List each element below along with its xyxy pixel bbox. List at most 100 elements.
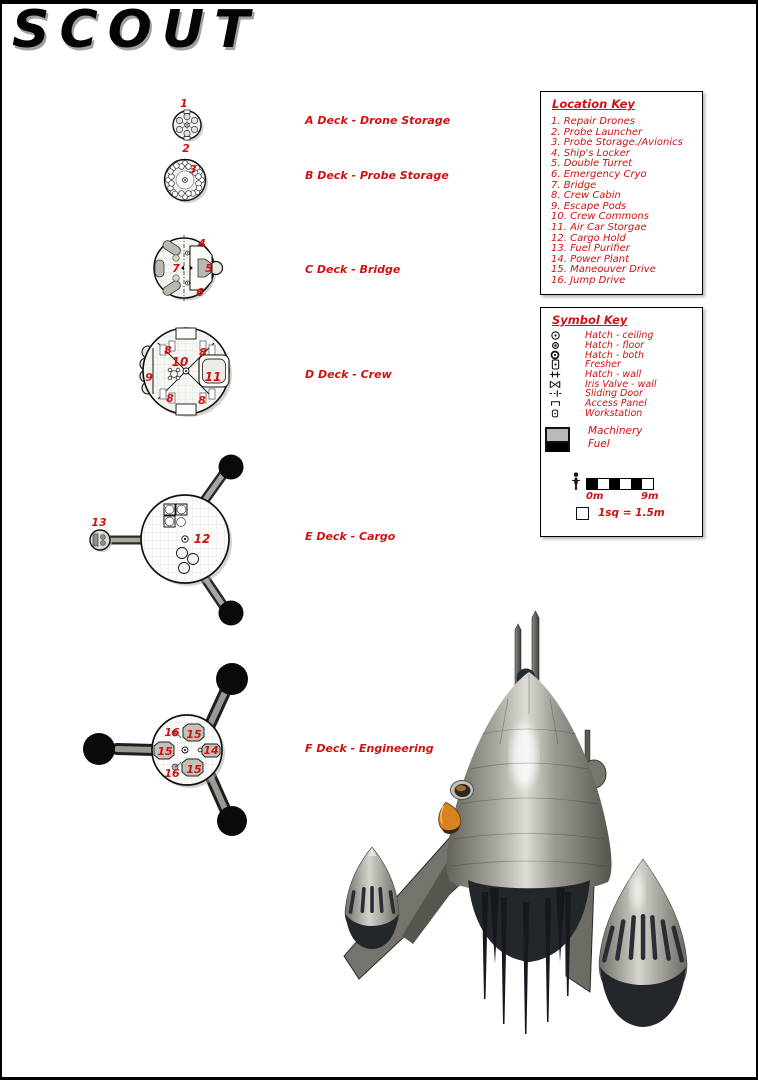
- location-key-item: 7. Bridge: [551, 179, 597, 191]
- deck-c-hatches: [181, 250, 193, 286]
- deck-d-aircar: [202, 358, 226, 384]
- symbol-key-box: Symbol Key Hatch - ceiling Hatch - floor…: [540, 307, 703, 537]
- symbol-row: Sliding Door: [541, 388, 704, 400]
- deck-b-probe-clusters: [165, 160, 205, 200]
- symbol-label: Fresher: [585, 359, 621, 371]
- scale-cell: [642, 479, 653, 489]
- deck-f-top-tank: [216, 663, 248, 695]
- deck-c-chair-2: [172, 274, 180, 282]
- symbol-row: Hatch - both: [541, 349, 704, 361]
- deck-c-consoles: [154, 240, 181, 296]
- machinery-fuel-swatch: [545, 427, 570, 452]
- scale-cell: [631, 479, 642, 489]
- location-key-item: 9. Escape Pods: [551, 200, 627, 212]
- symbol-row: Hatch - wall: [541, 369, 704, 381]
- deck-f-callout-15a: 15: [186, 728, 202, 741]
- deck-b-label: B Deck - Probe Storage: [305, 169, 449, 182]
- symbol-label: Hatch - floor: [585, 340, 645, 352]
- ship-left-pod: [344, 846, 400, 949]
- location-key-item: 15. Maneouver Drive: [551, 264, 656, 276]
- scale-cell: [609, 479, 620, 489]
- deck-f-pipes: [171, 729, 182, 771]
- deck-f-left-tank: [83, 733, 115, 765]
- grid-square-sample: [576, 507, 589, 520]
- workstation-icon: [548, 409, 562, 418]
- deck-f-hatch-dot: [184, 749, 186, 751]
- location-key-item: 4. Ship's Locker: [551, 147, 630, 159]
- deck-a-label: A Deck - Drone Storage: [305, 114, 451, 127]
- symbol-label: Hatch - wall: [585, 369, 642, 381]
- fuel-label: Fuel: [588, 438, 610, 450]
- deck-c-chair-1: [172, 254, 180, 262]
- location-key-item: 10. Crew Commons: [551, 211, 649, 223]
- scale-start-label: 0m: [586, 491, 604, 502]
- deck-c-callout-4: 4: [197, 237, 206, 250]
- deck-d-callout-8b: 8: [199, 346, 207, 359]
- deck-e-hatch-dot: [183, 537, 187, 541]
- scale-cell: [587, 479, 598, 489]
- deck-a-bottom-hatch: [183, 136, 191, 141]
- deck-d-callout-8d: 8: [198, 394, 206, 407]
- ship-left-wing-inner: [402, 854, 460, 944]
- deck-c-diagram: 4 7 5 6: [153, 235, 224, 301]
- deck-f-struts: [111, 686, 231, 815]
- deck-e-drums: [176, 547, 199, 574]
- location-key-item: 6. Emergency Cryo: [551, 168, 647, 180]
- deck-f-callout-16a: 16: [164, 726, 180, 739]
- ship-porthole: [450, 780, 474, 800]
- scale-person-icon: [571, 472, 581, 495]
- deck-a-callout-2: 2: [182, 142, 190, 155]
- symbol-label: Workstation: [585, 407, 643, 419]
- deck-c-callout-7: 7: [172, 262, 180, 275]
- deck-f-bottom-tank: [217, 806, 247, 836]
- location-key-item: 1. Repair Drones: [551, 116, 635, 127]
- fuel-swatch: [547, 443, 568, 452]
- symbol-row: Access Panel: [541, 398, 704, 410]
- location-key-item: 12. Cargo Hold: [551, 232, 626, 244]
- ship-hull-highlight: [511, 724, 537, 788]
- location-key-item: 13. Fuel Purifier: [551, 243, 630, 255]
- deck-c-bridge-console: [197, 258, 212, 278]
- deck-f-callout-15b: 15: [157, 745, 173, 758]
- symbol-key-title: Symbol Key: [552, 313, 628, 327]
- symbol-label: Hatch - ceiling: [585, 330, 654, 342]
- deck-d-diagram: 8 8 9 10 11 8 8: [139, 327, 232, 417]
- symbol-row: Fresher: [541, 359, 704, 371]
- deck-d-callout-10: 10: [172, 355, 189, 369]
- deck-a-top-hatch: [183, 109, 191, 114]
- deck-c-callout-5: 5: [205, 262, 213, 275]
- symbol-label: Sliding Door: [585, 388, 643, 400]
- location-key-item: 3. Probe Storage./Avionics: [551, 137, 683, 149]
- deck-d-callout-9: 9: [145, 371, 153, 384]
- deck-d-beds: [159, 340, 216, 404]
- ship-aircar-pod: [438, 801, 462, 834]
- deck-b-diagram: 3: [163, 158, 208, 203]
- symbol-label: Access Panel: [585, 398, 647, 410]
- deck-f-callout-14: 14: [203, 744, 218, 757]
- deck-e-label: E Deck - Cargo: [305, 530, 396, 543]
- ship-right-pod: [598, 858, 688, 1027]
- swatch-labels: Machinery Fuel: [588, 425, 642, 451]
- deck-a-hatch-dot: [186, 124, 188, 126]
- deck-f-drives: [153, 723, 221, 777]
- deck-d-callout-8a: 8: [164, 344, 172, 357]
- deck-f-callout-16b: 16: [164, 767, 180, 780]
- location-key-item: 16. Jump Drive: [551, 274, 626, 286]
- fresher-icon: [548, 359, 562, 370]
- symbol-row: Hatch - ceiling: [541, 330, 704, 342]
- deck-e-purifier-machinery: [92, 533, 106, 547]
- location-key-item: 8. Crew Cabin: [551, 190, 621, 202]
- deck-d-callout-8c: 8: [166, 392, 174, 405]
- deck-e-crates: [163, 503, 188, 528]
- location-key-item: 14. Power Plant: [551, 253, 630, 265]
- hatch-floor-icon: [548, 341, 562, 350]
- ship-hull-panel-lines: [451, 674, 607, 867]
- symbol-label: Hatch - both: [585, 349, 644, 361]
- deck-e-diagram: 13 12: [89, 454, 244, 626]
- deck-d-label: D Deck - Crew: [305, 368, 392, 381]
- location-key-list: 1. Repair Drones 2. Probe Launcher 3. Pr…: [551, 116, 683, 287]
- deck-f-floor-hatch: [197, 747, 203, 753]
- deck-f-callout-15c: 15: [186, 763, 202, 776]
- deck-a-diagram: 1 2: [172, 97, 204, 155]
